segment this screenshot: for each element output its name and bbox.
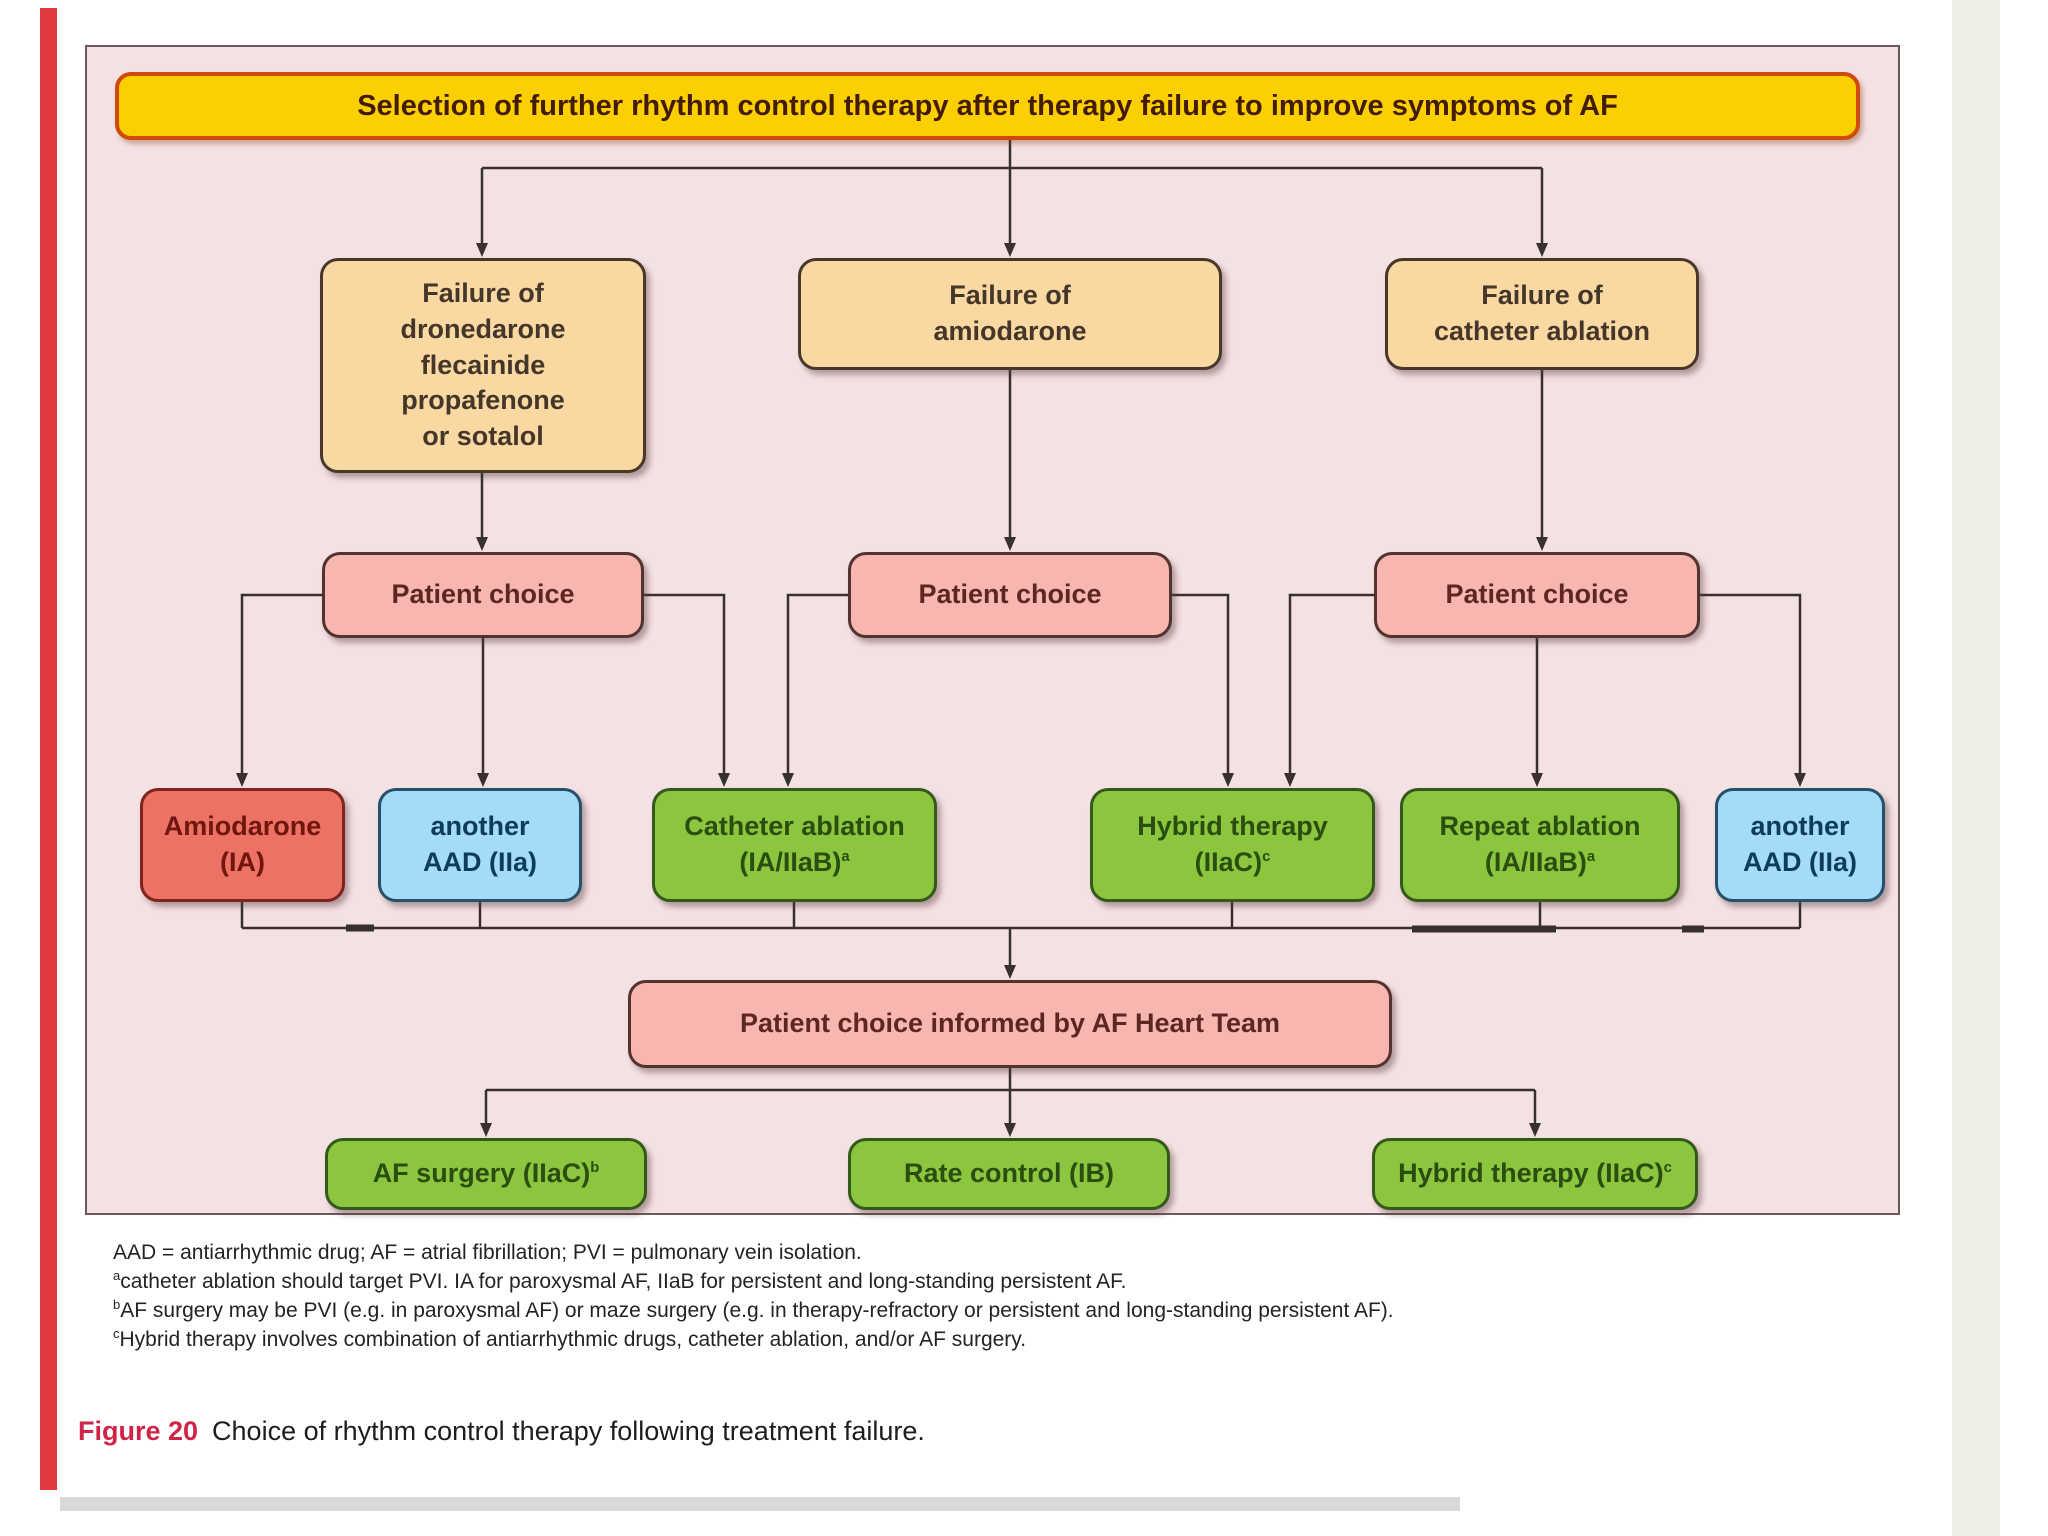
node-text-line: Hybrid therapy (IIaC)c	[1398, 1156, 1672, 1192]
footnote-abbreviations: AAD = antiarrhythmic drug; AF = atrial f…	[113, 1238, 1873, 1267]
figure-caption: Figure 20 Choice of rhythm control therap…	[78, 1416, 1778, 1447]
node-text-line: dronedarone	[400, 314, 566, 345]
node-patient-choice-2: Patient choice	[848, 552, 1172, 638]
node-text-part: (IA/IIaB)	[739, 847, 842, 877]
node-failure-amiodarone: Failure of amiodarone	[798, 258, 1222, 370]
node-text-line: another	[1750, 811, 1850, 842]
node-hybrid-therapy-bottom: Hybrid therapy (IIaC)c	[1372, 1138, 1698, 1210]
left-red-rule	[40, 8, 57, 1490]
node-text-part: (IA/IIaB)	[1484, 847, 1587, 877]
footnote-b: bAF surgery may be PVI (e.g. in paroxysm…	[113, 1296, 1873, 1325]
footnote-marker: c	[1663, 1160, 1672, 1177]
footnote-marker: b	[590, 1160, 600, 1177]
footnote-marker: c	[113, 1326, 120, 1341]
node-text-line: (IA/IIaB)a	[1485, 845, 1595, 881]
node-text-part: AF surgery (IIaC)	[372, 1158, 591, 1189]
node-text-line: propafenone	[401, 385, 565, 416]
figure-caption-text: Choice of rhythm control therapy followi…	[212, 1416, 925, 1446]
node-text-part: Hybrid therapy (IIaC)	[1398, 1158, 1664, 1189]
node-text-line: Patient choice informed by AF Heart Team	[739, 1008, 1281, 1039]
node-text-line: Catheter ablation	[684, 811, 905, 842]
node-text-line: Hybrid therapy	[1137, 811, 1328, 842]
footnote-text: AAD = antiarrhythmic drug; AF = atrial f…	[113, 1241, 862, 1264]
node-failure-dronedarone-flecainide-propafenone-sotalol: Failure of dronedarone flecainide propaf…	[320, 258, 646, 473]
footnote-marker: b	[113, 1297, 121, 1312]
caption-divider	[60, 1497, 1460, 1511]
node-text-line: Failure of	[422, 278, 544, 309]
node-repeat-ablation: Repeat ablation (IA/IIaB)a	[1400, 788, 1680, 902]
footnote-c: cHybrid therapy involves combination of …	[113, 1325, 1873, 1354]
node-text-line: Patient choice	[391, 579, 575, 610]
node-text-line: Patient choice	[918, 579, 1102, 610]
footnote-a: acatheter ablation should target PVI. IA…	[113, 1267, 1873, 1296]
node-rate-control: Rate control (IB)	[848, 1138, 1170, 1210]
node-text-line: AAD (IIa)	[423, 847, 537, 877]
node-title-banner: Selection of further rhythm control ther…	[115, 72, 1860, 140]
node-patient-choice-3: Patient choice	[1374, 552, 1700, 638]
title-banner-text: Selection of further rhythm control ther…	[357, 89, 1618, 122]
node-text-line: another	[430, 811, 530, 842]
node-text-line: AF surgery (IIaC)b	[373, 1156, 600, 1192]
node-text-line: (IA)	[220, 847, 265, 877]
node-amiodarone: Amiodarone (IA)	[140, 788, 345, 902]
node-hybrid-therapy: Hybrid therapy (IIaC)c	[1090, 788, 1375, 902]
scan-edge-band	[1952, 0, 2000, 1536]
footnote-marker: a	[1586, 849, 1596, 865]
node-catheter-ablation: Catheter ablation (IA/IIaB)a	[652, 788, 937, 902]
node-heart-team: Patient choice informed by AF Heart Team	[628, 980, 1392, 1068]
node-text-line: Failure of	[949, 280, 1071, 311]
footnote-marker: c	[1262, 849, 1271, 865]
node-text-line: flecainide	[420, 349, 546, 380]
node-text-line: or sotalol	[422, 420, 544, 451]
node-text-line: Repeat ablation	[1439, 811, 1641, 842]
node-another-aad-left: another AAD (IIa)	[378, 788, 582, 902]
node-patient-choice-1: Patient choice	[322, 552, 644, 638]
node-text-line: Failure of	[1481, 280, 1603, 311]
footnote-marker: a	[113, 1268, 121, 1283]
node-text-part: Rate control (IB)	[903, 1158, 1114, 1189]
figure-number-label: Figure 20	[78, 1416, 199, 1446]
node-text-line: (IIaC)c	[1195, 845, 1271, 881]
footnote-text: AF surgery may be PVI (e.g. in paroxysma…	[120, 1299, 1394, 1322]
node-text-line: AAD (IIa)	[1743, 847, 1857, 877]
node-another-aad-right: another AAD (IIa)	[1715, 788, 1885, 902]
node-text-part: (IIaC)	[1194, 847, 1263, 877]
node-text-line: amiodarone	[933, 316, 1087, 346]
node-text-line: Amiodarone	[163, 811, 322, 842]
footnote-text: Hybrid therapy involves combination of a…	[119, 1328, 1027, 1351]
node-text-line: Rate control (IB)	[904, 1156, 1114, 1192]
node-af-surgery: AF surgery (IIaC)b	[325, 1138, 647, 1210]
node-text-line: Patient choice	[1445, 579, 1629, 610]
node-text-line: catheter ablation	[1433, 316, 1651, 346]
footnote-marker: a	[841, 849, 850, 865]
footnote-text: catheter ablation should target PVI. IA …	[120, 1270, 1127, 1293]
node-text-line: (IA/IIaB)a	[739, 845, 849, 881]
footnotes-block: AAD = antiarrhythmic drug; AF = atrial f…	[113, 1238, 1873, 1354]
node-failure-catheter-ablation: Failure of catheter ablation	[1385, 258, 1699, 370]
